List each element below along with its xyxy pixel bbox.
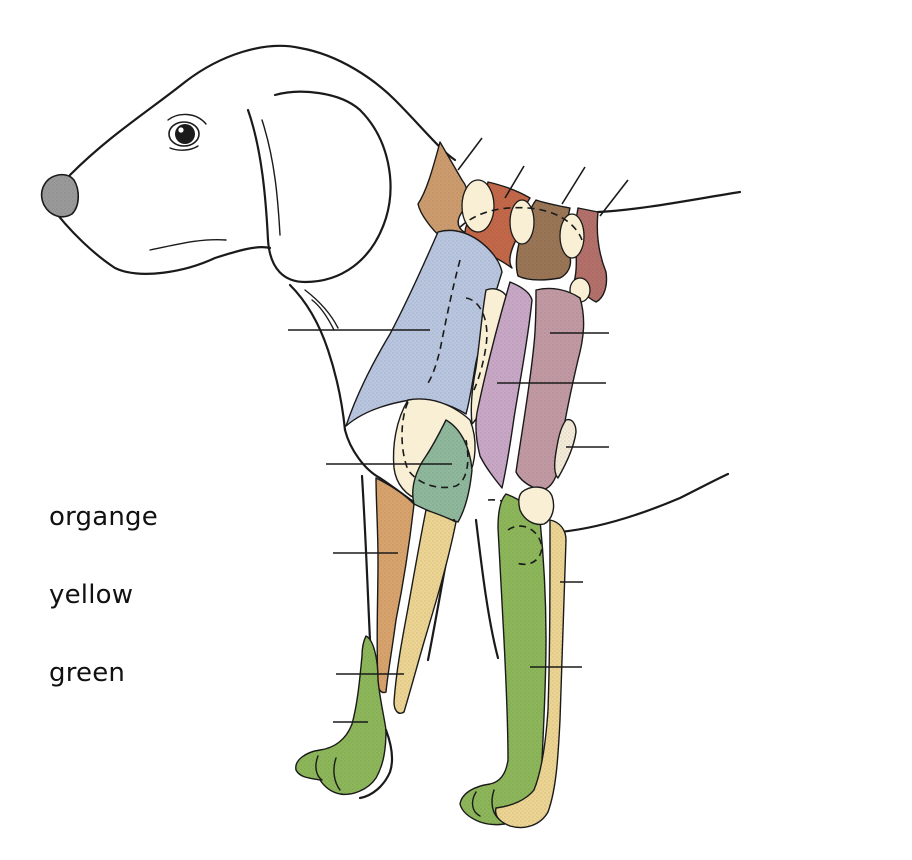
legend-label-green: green <box>49 658 125 688</box>
right-leg-outline <box>476 520 498 658</box>
legend-label-yellow: yellow <box>49 580 133 610</box>
belly-outline <box>560 474 728 532</box>
right-foreleg <box>460 487 566 827</box>
back-outline <box>598 192 740 212</box>
leader-line <box>562 167 585 204</box>
left-foreleg <box>296 476 456 798</box>
ear-fold-line <box>262 120 280 235</box>
mouth-line <box>150 240 226 250</box>
ear-outline <box>248 92 390 282</box>
muzzle-outline <box>50 205 270 274</box>
throat-outline <box>290 285 345 430</box>
head-outline <box>70 46 455 175</box>
legend-label-orange: organge <box>49 502 158 532</box>
eye-icon <box>168 114 206 150</box>
leader-line <box>458 138 482 170</box>
